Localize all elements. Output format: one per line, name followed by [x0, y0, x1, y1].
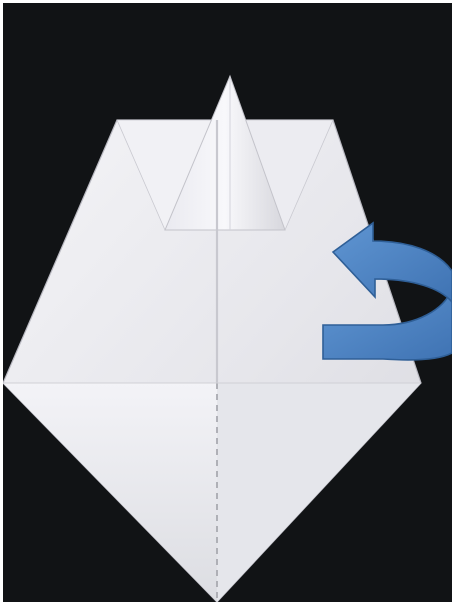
origami-scene	[3, 3, 452, 602]
origami-photo	[3, 3, 452, 602]
